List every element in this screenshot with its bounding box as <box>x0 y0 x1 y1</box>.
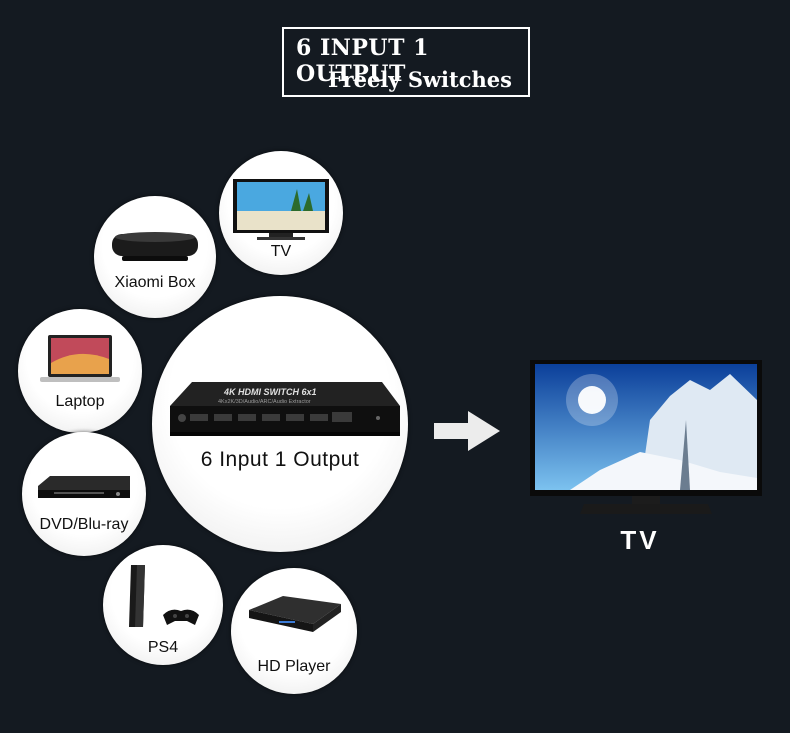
device-label-hd-player: HD Player <box>257 658 331 675</box>
arrow-right-icon <box>434 411 500 451</box>
device-label-ps4: PS4 <box>147 639 179 656</box>
output-tv-icon <box>530 360 762 514</box>
game-console-icon <box>129 565 199 627</box>
device-circle-xiaomi-box: Xiaomi Box <box>94 196 216 318</box>
switch-label: 6 Input 1 Output <box>200 448 360 471</box>
switch-faceplate-text: 4K HDMI SWITCH 6x1 <box>223 387 317 397</box>
dvd-player-icon <box>38 476 130 498</box>
switch-circle: 4K HDMI SWITCH 6x1 4Kx2K/3D/Audio/ARC/Au… <box>152 296 408 552</box>
device-circle-hd-player: HD Player <box>231 568 357 694</box>
device-label-dvd-bluray: DVD/Blu-ray <box>39 516 129 533</box>
switch-faceplate-subtext: 4Kx2K/3D/Audio/ARC/Audio Extractor <box>218 399 311 405</box>
device-circle-dvd-bluray: DVD/Blu-ray <box>22 432 146 556</box>
small-tv-icon <box>233 179 329 240</box>
laptop-icon <box>40 335 120 382</box>
device-circle-ps4: PS4 <box>103 545 223 665</box>
output-tv-label: TV <box>620 525 660 555</box>
set-top-box-icon <box>112 232 198 261</box>
device-label-laptop: Laptop <box>55 393 105 410</box>
hdmi-switch-icon: 4K HDMI SWITCH 6x1 4Kx2K/3D/Audio/ARC/Au… <box>170 382 400 436</box>
device-circle-tv: TV <box>219 151 343 275</box>
title-box: 6 INPUT 1 OUTPUT Freely Switches <box>282 27 530 97</box>
device-label-xiaomi-box: Xiaomi Box <box>114 274 196 291</box>
title-line-2: Freely Switches <box>328 67 512 92</box>
title-line-1: 6 INPUT 1 OUTPUT <box>296 35 429 87</box>
device-circle-laptop: Laptop <box>18 309 142 433</box>
device-label-tv: TV <box>270 243 292 260</box>
media-player-icon <box>249 596 341 632</box>
